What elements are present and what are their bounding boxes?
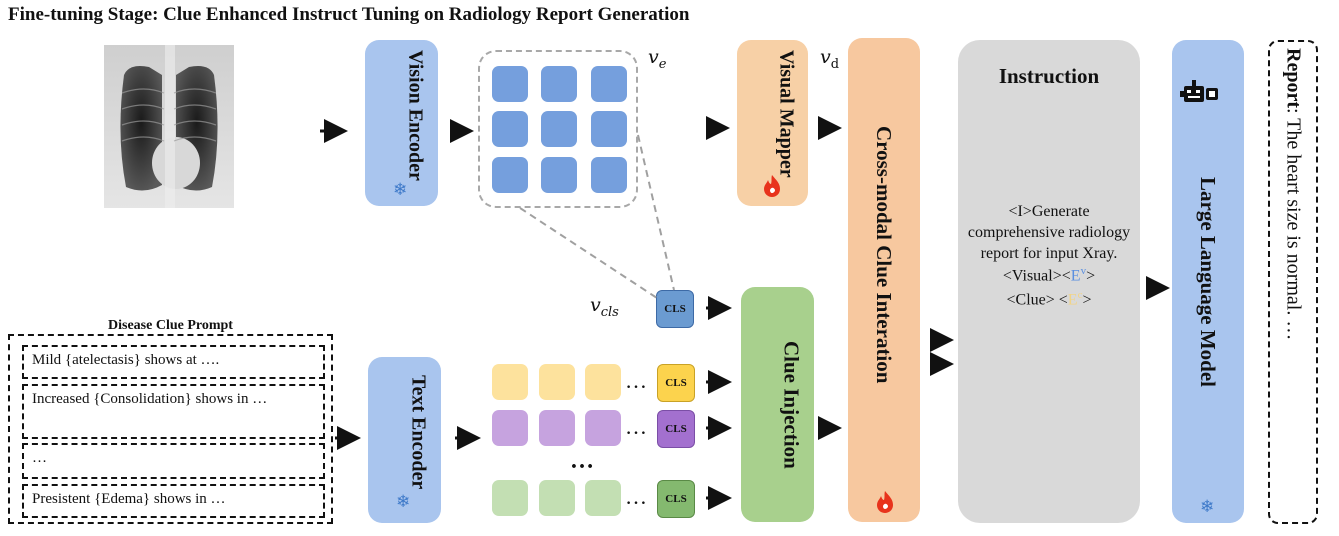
text-token [539,364,575,400]
vision-token [591,66,627,102]
cls-token-green: CLS [657,480,695,518]
llm-label: Large Language Model [1196,176,1221,387]
text-token [585,410,621,446]
llm-block: Large Language Model [1172,40,1244,523]
clue-injection-block: Clue Injection [741,287,814,522]
vision-features-box [478,50,638,208]
prompt-item: Mild {atelectasis} shows at …. [22,345,325,379]
vertical-ellipsis: … [570,448,594,474]
xray-image [104,45,234,208]
cross-modal-label: Cross-modal Clue Interation [872,126,897,384]
snowflake-icon: ❄ [396,492,411,511]
report-text: : The heart size is normal. … [1282,107,1305,341]
ellipsis: … [625,414,647,439]
ev-token: E [1070,267,1081,285]
text-token [585,480,621,516]
vision-token [541,157,577,193]
vision-encoder-label: Vision Encoder [404,49,427,181]
visual-mapper-label: Visual Mapper [775,50,798,178]
report-box [1268,40,1318,524]
flame-icon [764,175,780,197]
text-token [492,480,528,516]
clue-injection-label: Clue Injection [779,340,804,469]
vision-token [591,157,627,193]
visual-mapper-block: Visual Mapper [737,40,808,206]
vision-token [492,157,528,193]
text-token [539,480,575,516]
prompt-item: Increased {Consolidation} shows in … [22,384,325,439]
ve-label: ve [648,46,667,72]
instruction-body: <I>Generate comprehensive radiology repo… [967,203,1131,262]
flame-icon [877,491,893,513]
text-encoder-label: Text Encoder [407,374,430,490]
vision-token [541,66,577,102]
vcls-label: vcls [590,294,619,320]
text-token [539,410,575,446]
ec-token: E [1067,290,1078,308]
ellipsis: … [625,368,647,393]
report-label: Report [1282,48,1305,108]
vd-label: vd [820,46,840,72]
figure-title: Fine-tuning Stage: Clue Enhanced Instruc… [8,4,690,25]
ellipsis: … [625,484,647,509]
vision-token [541,111,577,147]
instruction-text: <I>Generate comprehensive radiology repo… [967,203,1131,308]
snowflake-icon: ❄ [393,180,408,199]
vision-cls-token: CLS [656,290,694,328]
text-token [492,410,528,446]
prompt-title: Disease Clue Prompt [108,318,233,333]
vision-token [492,66,528,102]
prompt-item: … [22,443,325,479]
cross-modal-block: Cross-modal Clue Interation [848,38,920,522]
robot-icon [1180,80,1218,102]
text-encoder-block: Text Encoder [368,357,441,523]
prompt-outer-box [8,334,333,524]
report-output: Report: The heart size is normal. … [1268,48,1318,478]
snowflake-icon: ❄ [1200,497,1215,516]
instruction-title: Instruction [998,64,1100,88]
cls-token-purple: CLS [657,410,695,448]
vision-encoder-block: Vision Encoder [365,40,438,206]
vision-token [591,111,627,147]
cls-token-yellow: CLS [657,364,695,402]
vision-token [492,111,528,147]
text-token [585,364,621,400]
instruction-block [958,40,1140,523]
prompt-item: Presistent {Edema} shows in … [22,484,325,518]
text-token [492,364,528,400]
